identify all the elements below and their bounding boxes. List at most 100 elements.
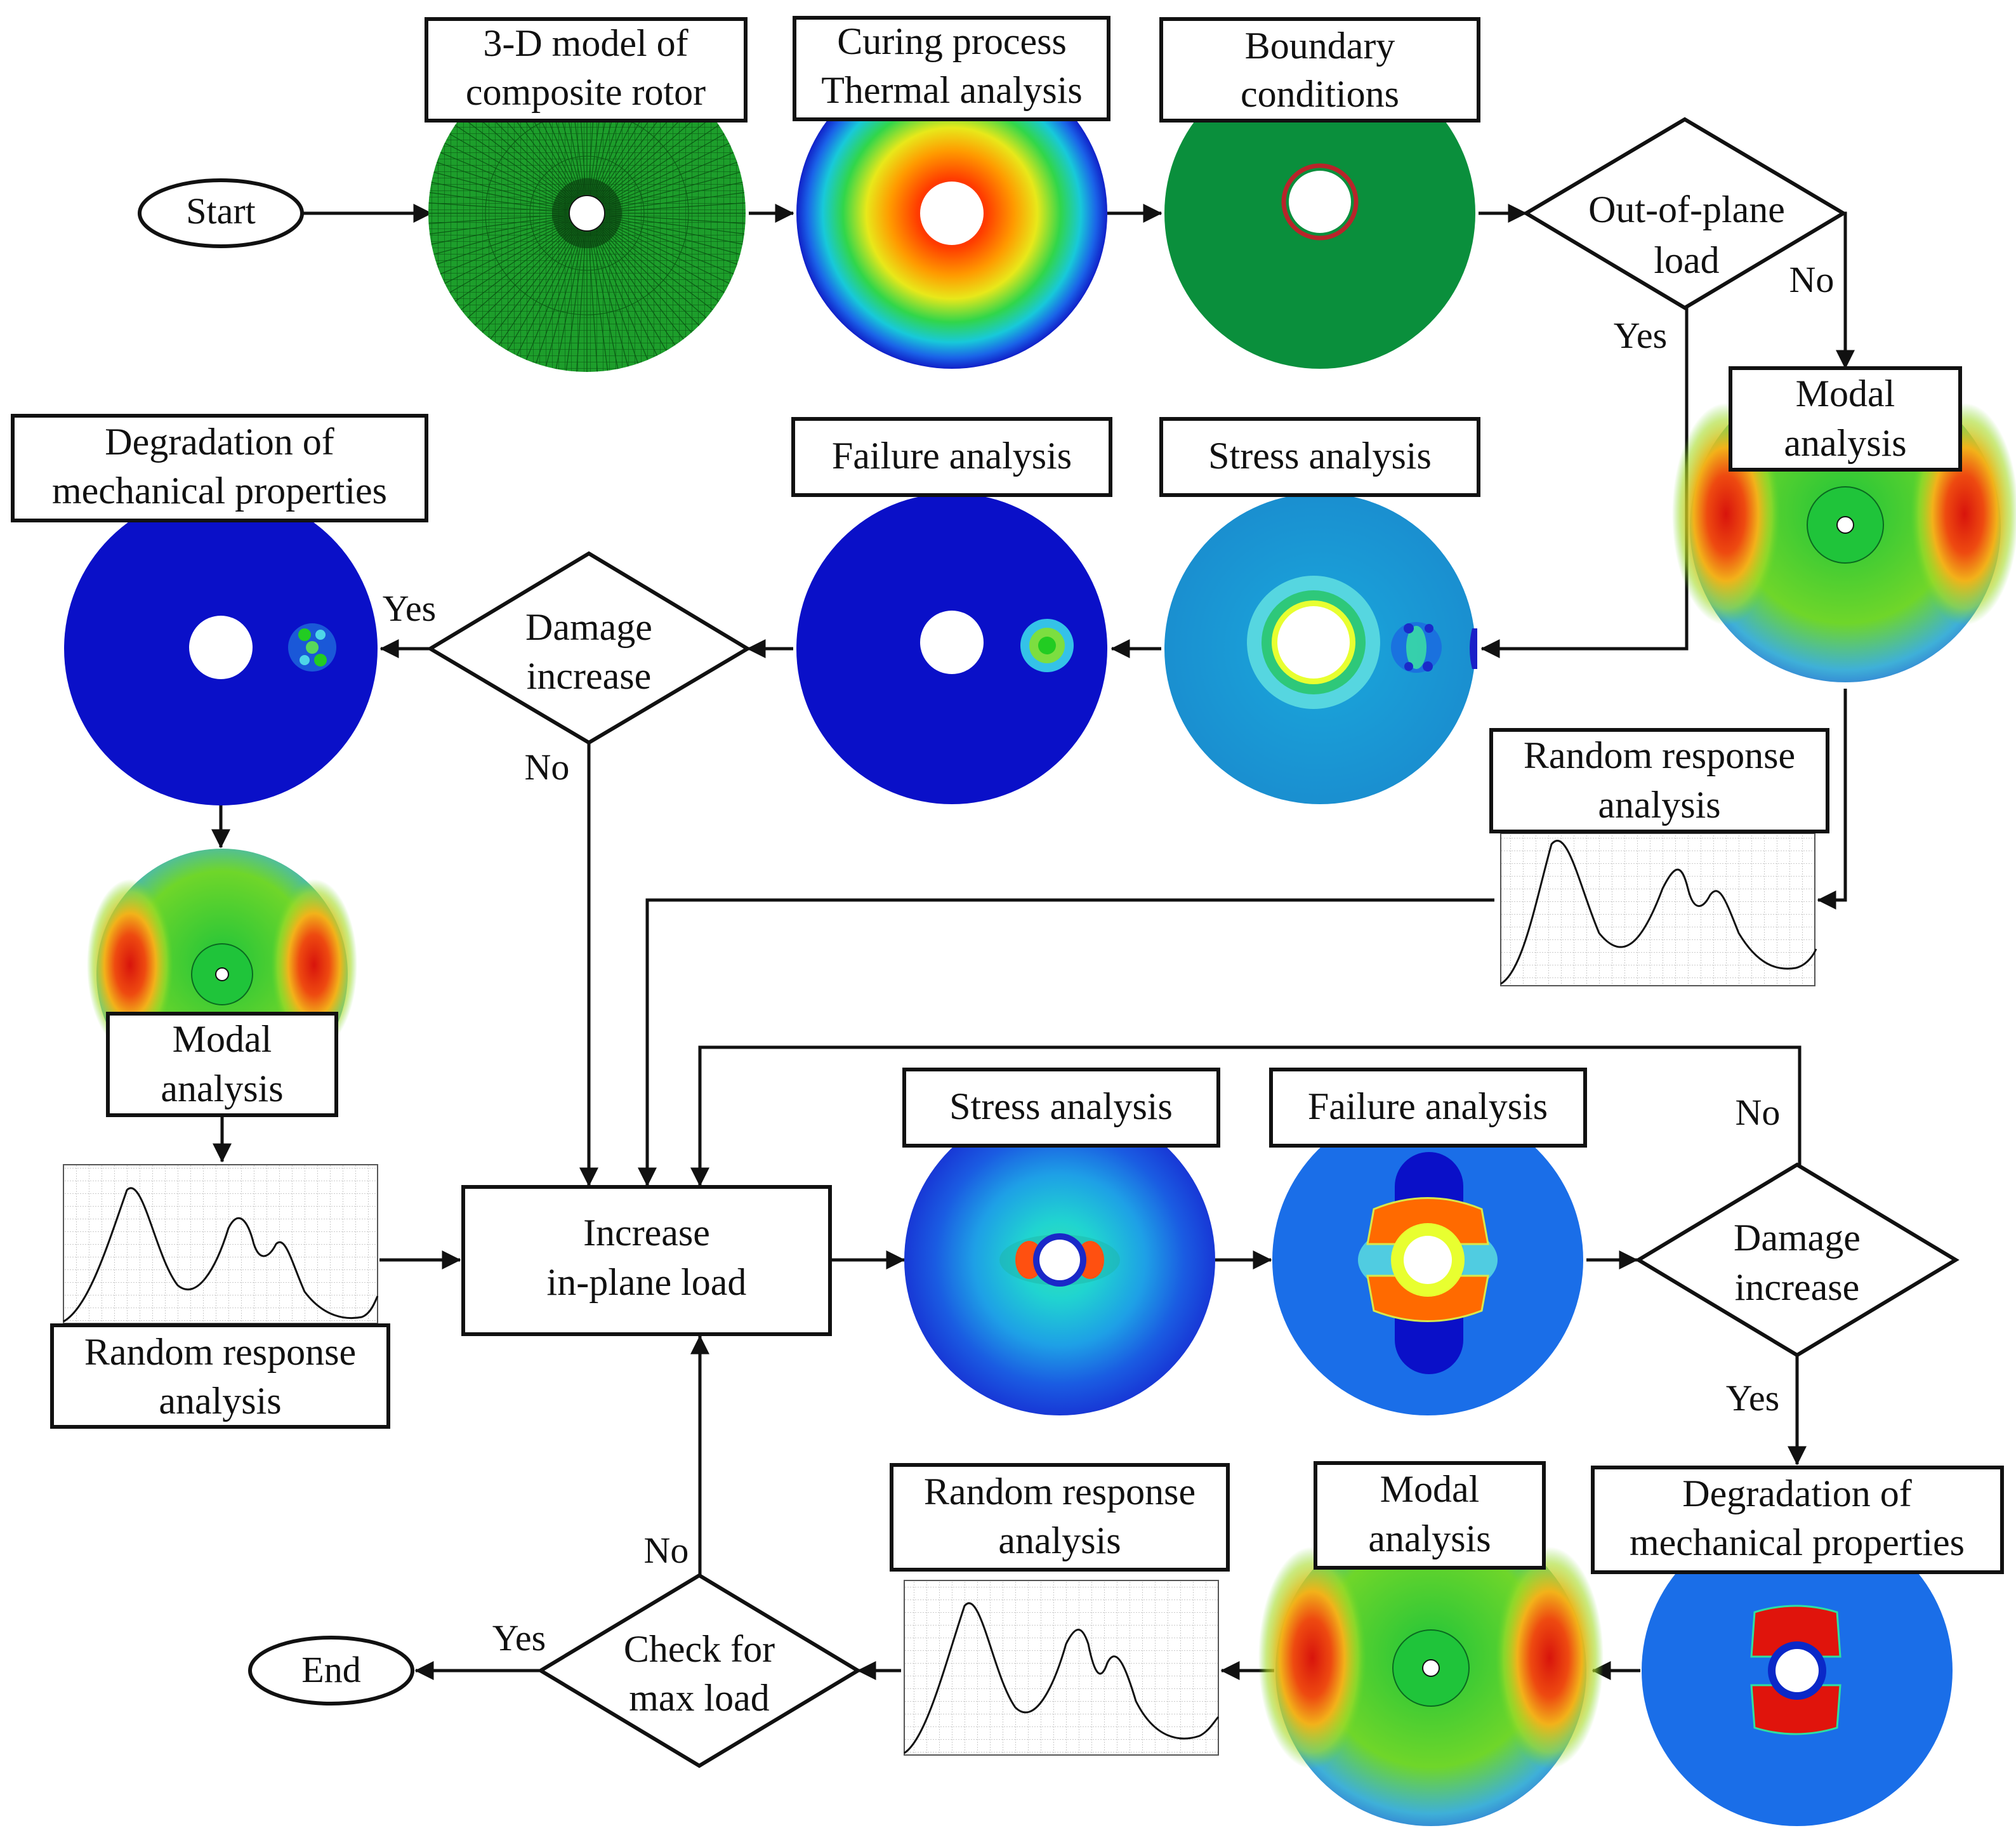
boundary-disc [1164, 58, 1475, 369]
mesh-radial-line [605, 219, 737, 265]
mesh-radial-line [498, 228, 577, 346]
random-left-curve [63, 1187, 379, 1323]
damage-mid-decision: Damage increase [426, 551, 751, 745]
start-label: Start [186, 190, 256, 232]
stress-mid-edge-mark [1470, 628, 1477, 669]
arrow-outofplane-no [1836, 211, 1855, 369]
mesh-radial-line [604, 152, 734, 207]
failure-lower-label: Failure analysis [1308, 1085, 1548, 1127]
mesh-radial-line [444, 142, 570, 206]
mesh-radial-line [605, 215, 744, 235]
mesh-radial-line [603, 133, 725, 204]
damage-mid-label-line1: Damage [525, 606, 652, 648]
arrow-damage2-no [690, 1045, 1802, 1187]
mesh-radial-line [595, 230, 658, 356]
arrow-outofplane-yes [1480, 308, 1689, 658]
model-3d-label-line1: 3-D model of [483, 22, 688, 64]
arrow-random-to-increase [638, 898, 1494, 1187]
mesh-radial-line [599, 227, 692, 333]
degradation-left-label-line2: mechanical properties [52, 470, 387, 512]
modal-lower-label-line2: analysis [1368, 1518, 1491, 1560]
mesh-radial-line [440, 152, 570, 207]
out-of-plane-label-line2: load [1654, 239, 1719, 281]
random-left-label-box: Random response analysis [50, 1323, 390, 1429]
mesh-radial-line [444, 221, 570, 284]
failure-lower-lower-lobe [1366, 1275, 1489, 1322]
random-lower-label-line1: Random response [924, 1471, 1196, 1513]
mesh-radial-line [555, 232, 584, 369]
modal-lower-disc [1258, 1515, 1604, 1826]
mesh-radial-line [545, 231, 583, 367]
degradation-lower-label-box: Degradation of mechanical properties [1591, 1466, 2004, 1574]
mesh-radial-line [437, 162, 569, 208]
boundary-label-box: Boundary conditions [1159, 17, 1480, 123]
mesh-radial-line [603, 221, 730, 284]
mesh-radial-line [482, 227, 575, 333]
damage-lower-yes-label: Yes [1726, 1377, 1779, 1419]
check-max-load-label-line1: Check for [624, 1628, 775, 1670]
end-node: End [248, 1636, 414, 1705]
mesh-radial-line [603, 222, 725, 293]
mesh-radial-line [605, 202, 746, 213]
mesh-radial-line [467, 225, 573, 319]
failure-lower-disc [1272, 1104, 1583, 1415]
failure-lower-upper-lobe [1366, 1197, 1489, 1245]
curing-disc [796, 58, 1107, 369]
degradation-lower-disc [1642, 1515, 1953, 1826]
mesh-radial-line [602, 124, 720, 203]
mesh-radial-line [589, 232, 609, 371]
start-node: Start [138, 178, 304, 248]
increase-load-box: Increase in-plane load [461, 1185, 832, 1336]
mesh-radial-line [596, 229, 667, 351]
out-of-plane-decision: Out-of-plane load [1522, 117, 1847, 310]
check-max-load-label-line2: max load [629, 1677, 770, 1719]
out-of-plane-no-label: No [1789, 259, 1835, 300]
mesh-radial-line [490, 228, 576, 340]
random-right-chart [1500, 833, 1817, 986]
mesh-radial-line [536, 231, 581, 364]
model-3d-disc [428, 55, 746, 372]
mesh-radial-line [433, 218, 569, 255]
random-lower-curve [904, 1602, 1220, 1754]
mesh-radial-line [454, 124, 572, 203]
mesh-radial-line [602, 116, 713, 202]
mesh-radial-line [430, 192, 569, 211]
random-right-label-line2: analysis [1598, 784, 1720, 826]
curing-label-line1: Curing process [837, 20, 1067, 62]
mesh-radial-line [474, 226, 574, 326]
mesh-radial-line [605, 216, 743, 245]
mesh-radial-line [525, 230, 581, 361]
mesh-radial-line [603, 142, 730, 206]
modal-left-label-box: Modal analysis [106, 1012, 338, 1117]
mesh-radial-line [605, 182, 743, 210]
damage-mid-label-line2: increase [527, 655, 652, 697]
stress-lower-disc [904, 1104, 1215, 1415]
mesh-radial-line [467, 108, 573, 201]
degradation-lower-label-line1: Degradation of [1682, 1473, 1912, 1514]
mesh-radial-line [601, 225, 707, 319]
random-right-curve [1500, 840, 1817, 985]
mesh-radial-line [430, 215, 569, 235]
random-lower-chart [904, 1580, 1220, 1756]
random-right-label-line1: Random response [1524, 734, 1795, 776]
mesh-radial-line [600, 226, 700, 326]
modal-lower-label-line1: Modal [1380, 1468, 1480, 1510]
arrow-modal-to-random [1817, 689, 1847, 910]
failure-mid-label: Failure analysis [832, 435, 1072, 477]
stress-mid-label-box: Stress analysis [1159, 417, 1480, 497]
stress-mid-label: Stress analysis [1208, 435, 1432, 477]
damage-lower-label-line1: Damage [1734, 1217, 1861, 1259]
stress-lower-label: Stress analysis [949, 1085, 1173, 1127]
modal-right-label-line1: Modal [1796, 373, 1895, 414]
mesh-radial-line [605, 214, 746, 224]
mesh-radial-line [433, 171, 569, 209]
model-3d-label-line2: composite rotor [466, 71, 706, 113]
mesh-radial-line [449, 222, 571, 293]
mesh-radial-line [428, 202, 569, 213]
modal-lower-label-box: Modal analysis [1314, 1461, 1546, 1570]
degradation-lower-lower-lobe [1750, 1684, 1841, 1735]
damage-lower-label-line2: increase [1735, 1266, 1860, 1308]
degradation-lower-upper-lobe [1750, 1605, 1841, 1658]
random-left-label-line2: analysis [159, 1380, 281, 1422]
